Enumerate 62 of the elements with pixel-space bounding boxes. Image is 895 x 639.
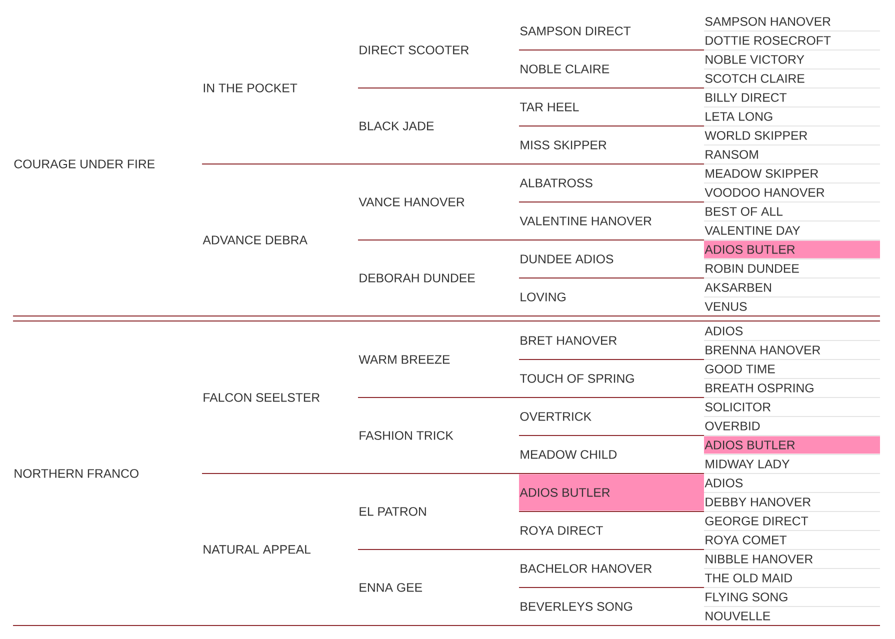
horse-name: FALCON SEELSTER bbox=[204, 393, 320, 402]
horse-name: SCOTCH CLAIRE bbox=[705, 74, 804, 83]
horse-name: BEST OF ALL bbox=[706, 207, 783, 216]
horse-name: BREATH OSPRING bbox=[706, 384, 814, 392]
horse-name: BACHELOR HANOVER bbox=[520, 564, 652, 573]
horse-name: MISS SKIPPER bbox=[520, 140, 606, 150]
horse-name: DEBORAH DUNDEE bbox=[360, 274, 475, 282]
horse-name: NIBBLE HANOVER bbox=[706, 554, 813, 564]
horse-name: ALBATROSS bbox=[520, 178, 592, 188]
horse-name: DEBBY HANOVER bbox=[706, 498, 811, 506]
highlighted-name: ADIOS BUTLER bbox=[519, 474, 704, 511]
horse-name: DOTTIE ROSECROFT bbox=[706, 36, 831, 45]
horse-name: ADIOS bbox=[704, 326, 743, 336]
horse-name: EL PATRON bbox=[360, 507, 426, 516]
horse-name: MEADOW SKIPPER bbox=[706, 169, 818, 178]
horse-name: DIRECT SCOOTER bbox=[360, 46, 469, 54]
horse-name: VALENTINE HANOVER bbox=[520, 216, 652, 226]
horse-name: SAMPSON HANOVER bbox=[705, 17, 830, 26]
horse-name: TOUCH OF SPRING bbox=[520, 374, 634, 383]
horse-name: NORTHERN FRANCO bbox=[14, 469, 138, 478]
horse-name: ENNA GEE bbox=[360, 583, 422, 592]
horse-name: LOVING bbox=[520, 292, 566, 302]
horse-name: WORLD SKIPPER bbox=[704, 131, 808, 140]
highlighted-name: ADIOS BUTLER bbox=[704, 436, 880, 454]
horse-name: IN THE POCKET bbox=[204, 84, 298, 92]
horse-name: RANSOM bbox=[706, 150, 758, 159]
horse-name: BLACK JADE bbox=[360, 122, 434, 130]
horse-name: DUNDEE ADIOS bbox=[520, 254, 614, 264]
horse-name: BRET HANOVER bbox=[520, 336, 617, 345]
horse-name: FASHION TRICK bbox=[360, 431, 454, 440]
horse-name: VOODOO HANOVER bbox=[704, 188, 824, 197]
horse-name: ROBIN DUNDEE bbox=[706, 264, 799, 273]
horse-name: ADIOS bbox=[704, 478, 743, 488]
horse-name: OVERBID bbox=[705, 422, 760, 430]
horse-name: ROYA DIRECT bbox=[520, 526, 603, 535]
horse-name: SAMPSON DIRECT bbox=[520, 26, 631, 36]
horse-name: BEVERLEYS SONG bbox=[520, 602, 632, 611]
horse-name: WARM BREEZE bbox=[358, 355, 450, 364]
horse-name: GEORGE DIRECT bbox=[705, 516, 808, 526]
horse-name: FLYING SONG bbox=[706, 592, 788, 602]
horse-name: SOLICITOR bbox=[705, 402, 770, 412]
horse-name: VANCE HANOVER bbox=[358, 198, 464, 206]
horse-name: TAR HEEL bbox=[520, 102, 579, 112]
horse-name: NOBLE VICTORY bbox=[706, 55, 804, 64]
horse-name: MIDWAY LADY bbox=[706, 460, 790, 468]
horse-name: NATURAL APPEAL bbox=[204, 545, 311, 554]
horse-name: OVERTRICK bbox=[520, 412, 592, 421]
horse-name: THE OLD MAID bbox=[704, 574, 792, 582]
horse-name: VENUS bbox=[704, 302, 747, 311]
horse-name: VALENTINE DAY bbox=[704, 226, 800, 235]
horse-name: ADVANCE DEBRA bbox=[202, 236, 308, 244]
horse-name: BRENNA HANOVER bbox=[706, 346, 820, 354]
highlighted-name: ADIOS BUTLER bbox=[704, 240, 880, 258]
horse-name: AKSARBEN bbox=[704, 283, 771, 292]
horse-name: GOOD TIME bbox=[705, 364, 775, 374]
horse-name: NOBLE CLAIRE bbox=[520, 64, 610, 74]
horse-name: ROYA COMET bbox=[706, 536, 787, 544]
horse-name: LETA LONG bbox=[706, 112, 772, 121]
horse-name: MEADOW CHILD bbox=[520, 450, 617, 459]
horse-name: NOUVELLE bbox=[706, 612, 770, 620]
horse-name: COURAGE UNDER FIRE bbox=[14, 160, 155, 168]
horse-name: BILLY DIRECT bbox=[706, 93, 787, 102]
